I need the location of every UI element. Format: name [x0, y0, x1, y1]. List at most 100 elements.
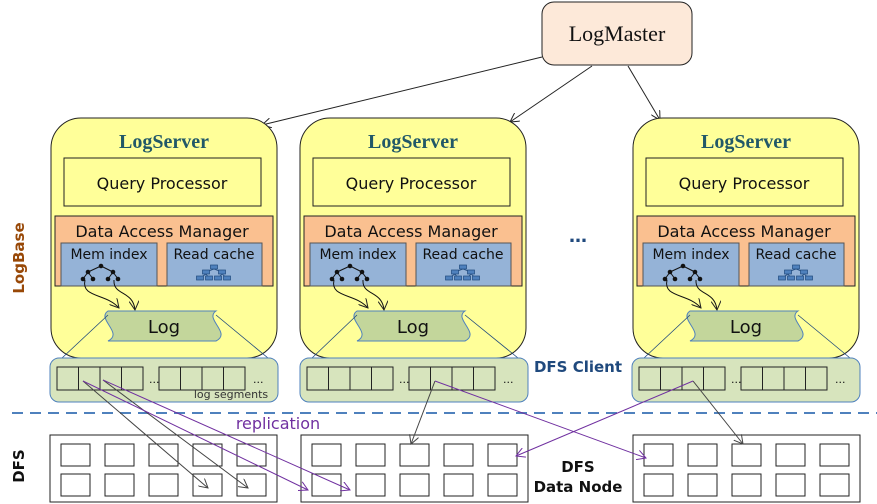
log-segment-cell: [473, 366, 496, 391]
dfs-client-box-2: ......: [299, 357, 529, 403]
data-block: [487, 473, 518, 497]
data-block: [148, 473, 179, 497]
data-block: [731, 443, 762, 467]
more-servers-ellipsis: …: [569, 226, 587, 247]
data-block: [104, 473, 135, 497]
data-block: [443, 443, 474, 467]
data-block: [311, 473, 342, 497]
data-access-manager-label: Data Access Manager: [324, 222, 498, 241]
query-processor-box: [312, 157, 511, 207]
replication-arrow-server2-to-node3: [434, 380, 646, 458]
data-block: [355, 473, 386, 497]
index-to-log-arrow: [113, 279, 135, 310]
log-segments-label: log segments: [194, 388, 269, 401]
segment-ellipsis: ...: [253, 373, 264, 386]
tree-index-icon: [80, 263, 121, 282]
data-block: [819, 473, 850, 497]
log-segment-cell: [371, 366, 394, 391]
cache-hierarchy-icon: [778, 264, 813, 281]
logserver-title: LogServer: [368, 131, 458, 153]
index-to-log-arrow: [695, 279, 717, 310]
data-block: [443, 473, 474, 497]
dfs-client-label: DFS Client: [534, 358, 622, 376]
master-to-server-2-arrow: [510, 65, 593, 122]
data-block: [819, 443, 850, 467]
cache-hierarchy-icon: [196, 264, 231, 281]
query-processor-label: Query Processor: [679, 174, 810, 193]
data-block: [148, 443, 179, 467]
dfs-client-box-3: ......: [631, 357, 861, 403]
master-to-server-1-arrow: [262, 56, 543, 125]
read-cache-label: Read cache: [422, 247, 503, 263]
logserver-title: LogServer: [119, 131, 209, 153]
mem-index-label: Mem index: [70, 247, 147, 263]
dfs-data-node-2: [300, 434, 529, 503]
log-segment-cell: [805, 366, 828, 391]
data-block: [192, 443, 223, 467]
data-block: [60, 473, 91, 497]
data-access-manager-label: Data Access Manager: [657, 222, 831, 241]
log-segment-cell: [223, 366, 246, 391]
write-arrow-server2-to-node2: [411, 380, 436, 444]
log-segment-cell: [703, 366, 726, 391]
tree-index-icon: [662, 263, 703, 282]
master-to-server-3-arrow: [627, 65, 660, 120]
data-block: [60, 443, 91, 467]
replication-arrow-server3-to-node2: [516, 380, 694, 456]
query-processor-label: Query Processor: [97, 174, 228, 193]
log-scroll-shape: [104, 310, 222, 342]
data-block: [355, 443, 386, 467]
cache-hierarchy-icon: [445, 264, 480, 281]
data-block: [311, 443, 342, 467]
data-block: [775, 473, 806, 497]
log-label: Log: [397, 317, 429, 338]
index-to-log-arrow: [362, 279, 384, 310]
log-projection-line: [643, 314, 691, 359]
dfs-data-node-label-line1: DFS: [561, 458, 595, 476]
log-projection-line: [464, 314, 519, 359]
dfs-data-node-1: [49, 434, 278, 503]
data-block: [399, 473, 430, 497]
data-block: [731, 473, 762, 497]
mem-index-label: Mem index: [319, 247, 396, 263]
data-block: [687, 473, 718, 497]
dfs-data-node-3: [632, 434, 861, 503]
log-projection-line: [797, 314, 851, 359]
segment-ellipsis: ...: [731, 373, 742, 386]
data-block: [643, 473, 674, 497]
replication-arrows: [82, 379, 743, 490]
segment-ellipsis: ...: [835, 373, 846, 386]
logmaster-label: LogMaster: [569, 21, 666, 46]
data-block: [687, 443, 718, 467]
data-block: [192, 473, 223, 497]
data-access-manager-label: Data Access Manager: [75, 222, 249, 241]
data-block: [104, 443, 135, 467]
log-projection-line: [215, 314, 269, 359]
query-processor-box: [63, 157, 262, 207]
replication-arrow-seg2-to-node2: [82, 380, 308, 490]
segment-ellipsis: ...: [399, 373, 410, 386]
query-processor-label: Query Processor: [346, 174, 477, 193]
data-block: [487, 443, 518, 467]
logserver-title: LogServer: [701, 131, 791, 153]
data-block: [236, 473, 267, 497]
log-label: Log: [730, 317, 762, 338]
dfs-data-node-label-line2: Data Node: [534, 478, 623, 496]
segment-ellipsis: ...: [149, 373, 160, 386]
write-arrow-seg3-to-node1: [102, 379, 248, 488]
log-projection-line: [311, 314, 358, 359]
write-arrow-server3-to-node3: [692, 380, 743, 444]
segment-ellipsis: ...: [503, 373, 514, 386]
index-to-log-arrow: [666, 279, 701, 308]
index-to-log-arrow: [84, 279, 119, 308]
query-processor-box: [645, 157, 844, 207]
log-label: Log: [148, 317, 180, 338]
dfs-client-box-1: ......: [49, 357, 279, 403]
data-block: [643, 443, 674, 467]
read-cache-label: Read cache: [173, 247, 254, 263]
mem-index-label: Mem index: [652, 247, 729, 263]
